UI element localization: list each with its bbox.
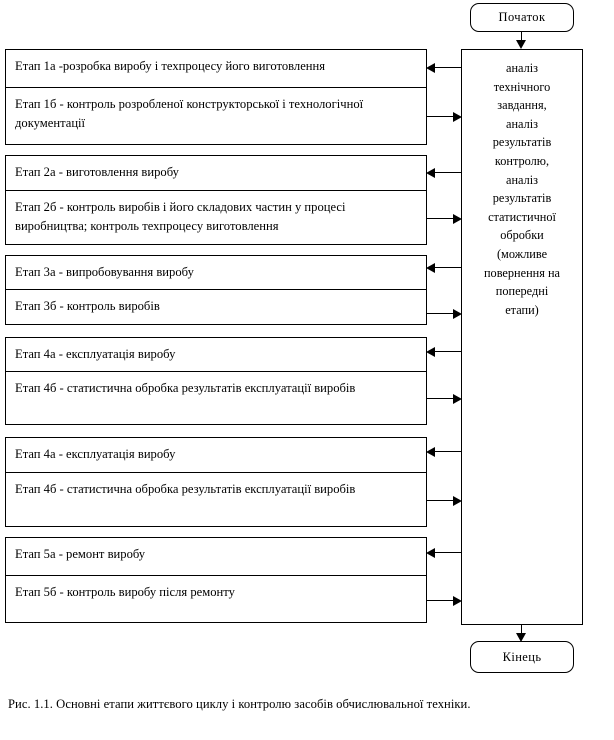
column-to-stage-3a-line — [434, 267, 462, 268]
analysis-column-line: результатів — [492, 135, 552, 150]
stage-2b-to-column-arrowhead — [453, 214, 462, 224]
stage-5b-to-column-line — [427, 600, 454, 601]
analysis-column-line: аналіз — [505, 61, 538, 75]
analysis-column-line: повернення на — [483, 265, 561, 280]
stage-box-4a: Етап 4а - експлуатація виробу — [6, 338, 426, 372]
analysis-column-line: попередні — [495, 284, 549, 299]
stage-2b-to-column-line — [427, 218, 454, 219]
column-to-stage-1a-arrowhead — [426, 63, 435, 73]
analysis-column-line: етапи) — [505, 302, 539, 317]
stage-group: Етап 3а - випробовування виробу Етап 3б … — [5, 255, 427, 325]
stage-4b-to-column-line — [427, 398, 454, 399]
stage-box-4b-repeat: Етап 4б - статистична обробка результаті… — [15, 482, 356, 496]
column-to-stage-2a-arrowhead — [426, 168, 435, 178]
stage-box-3b: Етап 3б - контроль виробів — [15, 299, 160, 313]
flowchart-diagram: Початок аналіз технічного завдання, анал… — [5, 3, 583, 673]
start-to-column-line — [521, 32, 522, 41]
stage-box-4a-repeat: Етап 4а - експлуатація виробу — [6, 438, 426, 473]
column-to-stage-4a-line — [434, 351, 462, 352]
stage-4b-repeat-to-column-line — [427, 500, 454, 501]
end-node: Кінець — [470, 641, 574, 673]
stage-1b-to-column-arrowhead — [453, 112, 462, 122]
stage-box-4b: Етап 4б - статистична обробка результаті… — [15, 381, 356, 395]
analysis-column-line: результатів — [492, 191, 552, 206]
stage-box-1b: Етап 1б - контроль розробленої конструкт… — [15, 97, 364, 130]
stage-3b-to-column-line — [427, 313, 454, 314]
column-to-stage-1a-line — [434, 67, 462, 68]
stage-box-1a: Етап 1а -розробка виробу і техпроцесу йо… — [6, 50, 426, 88]
stage-group: Етап 5а - ремонт виробу Етап 5б - контро… — [5, 537, 427, 623]
stage-4b-repeat-to-column-arrowhead — [453, 496, 462, 506]
stage-group: Етап 1а -розробка виробу і техпроцесу йо… — [5, 49, 427, 145]
analysis-column-line: контролю, — [494, 153, 550, 168]
column-to-stage-3a-arrowhead — [426, 263, 435, 273]
stage-5b-to-column-arrowhead — [453, 596, 462, 606]
figure-caption: Рис. 1.1. Основні етапи життєвого циклу … — [8, 697, 471, 711]
end-node-label: Кінець — [502, 649, 542, 664]
start-to-column-arrowhead — [516, 40, 526, 49]
start-node-label: Початок — [498, 10, 546, 24]
analysis-column: аналіз технічного завдання, аналіз резул… — [461, 49, 583, 625]
stage-box-5b: Етап 5б - контроль виробу після ремонту — [15, 585, 235, 599]
stage-box-5a: Етап 5а - ремонт виробу — [6, 538, 426, 576]
column-to-stage-2a-line — [434, 172, 462, 173]
stage-box-2b: Етап 2б - контроль виробів і його складо… — [15, 200, 346, 233]
stage-4b-to-column-arrowhead — [453, 394, 462, 404]
stage-box-2a: Етап 2а - виготовлення виробу — [6, 156, 426, 191]
analysis-column-line: технічного — [493, 79, 551, 94]
column-to-end-arrowhead — [516, 633, 526, 642]
column-to-stage-5a-arrowhead — [426, 548, 435, 558]
column-to-stage-4a-repeat-arrowhead — [426, 447, 435, 457]
stage-group: Етап 2а - виготовлення виробу Етап 2б - … — [5, 155, 427, 245]
column-to-end-line — [521, 625, 522, 634]
stage-group: Етап 4а - експлуатація виробу Етап 4б - … — [5, 437, 427, 527]
start-node: Початок — [470, 3, 574, 32]
analysis-column-line: завдання, — [497, 98, 547, 113]
analysis-column-line: статистичної — [488, 209, 556, 224]
analysis-column-line: аналіз — [505, 116, 538, 131]
column-to-stage-5a-line — [434, 552, 462, 553]
stage-1b-to-column-line — [427, 116, 454, 117]
analysis-column-line: (можливе — [496, 246, 548, 261]
column-to-stage-4a-arrowhead — [426, 347, 435, 357]
stage-3b-to-column-arrowhead — [453, 309, 462, 319]
analysis-column-line: обробки — [500, 228, 544, 243]
stage-box-3a: Етап 3а - випробовування виробу — [6, 256, 426, 290]
column-to-stage-4a-repeat-line — [434, 451, 462, 452]
analysis-column-line: аналіз — [505, 172, 538, 187]
stage-group: Етап 4а - експлуатація виробу Етап 4б - … — [5, 337, 427, 425]
